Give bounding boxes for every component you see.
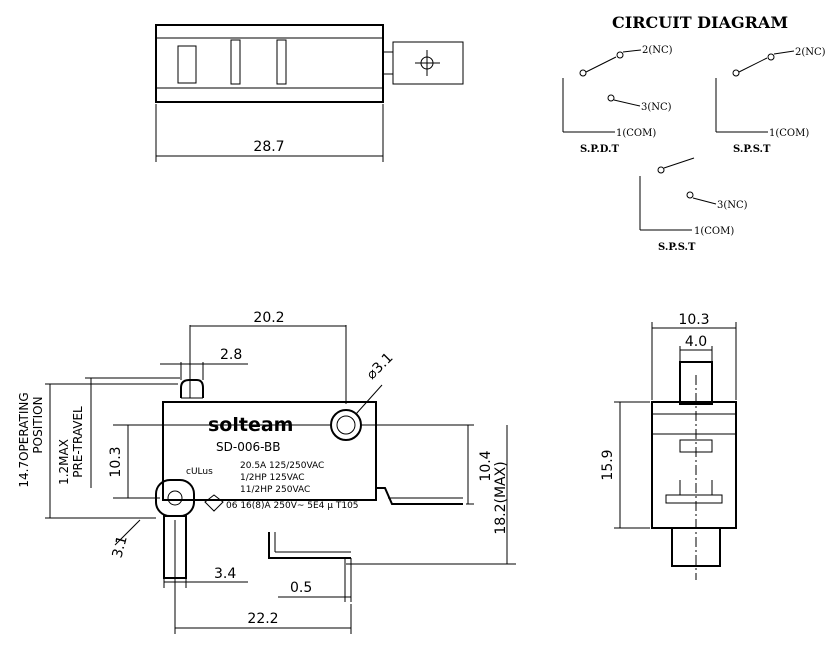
svg-text:3(NC): 3(NC): [717, 200, 748, 211]
front-view: solteam SD-006-BB cULus 20.5A 125/250VAC…: [17, 310, 516, 634]
dim-height-max: 18.2(MAX): [493, 461, 509, 534]
dim-pretravel-2: PRE-TRAVEL: [71, 406, 85, 478]
dim-hole: ⌀3.1: [364, 350, 397, 383]
side-body: [651, 401, 737, 529]
dim-body-height: 10.3: [108, 446, 124, 477]
svg-text:2(NC): 2(NC): [642, 45, 673, 56]
svg-text:11/2HP 250VAC: 11/2HP 250VAC: [240, 485, 310, 495]
circuit-spst-a: 2(NC) 1(COM) S.P.S.T: [715, 47, 826, 155]
svg-text:1(COM): 1(COM): [769, 128, 809, 139]
dim-pretravel-1: 1.2MAX: [57, 439, 71, 485]
svg-text:2(NC): 2(NC): [795, 47, 826, 58]
front-lever: [180, 379, 204, 398]
model-number: SD-006-BB: [216, 440, 280, 454]
circuit-title: CIRCUIT DIAGRAM: [612, 13, 788, 32]
dim-tail: 3.1: [110, 534, 131, 560]
dim-width-bottom: 22.2: [247, 611, 278, 627]
ul-mark: cULus: [186, 467, 213, 477]
dim-terminal-thickness: 0.5: [290, 580, 312, 596]
side-view: 10.3 4.0 15.9: [600, 312, 737, 580]
svg-text:S.P.S.T: S.P.S.T: [733, 144, 771, 155]
front-terminal-3: [376, 487, 463, 505]
svg-text:1(COM): 1(COM): [616, 128, 656, 139]
top-body-outline: [155, 24, 384, 103]
dim-terminal-gap: 10.4: [478, 450, 494, 481]
front-terminal-2: [268, 532, 351, 559]
top-slot-1: [177, 45, 197, 84]
svg-text:06 16(8)A 250V~ 5E4 μ T105: 06 16(8)A 250V~ 5E4 μ T105: [226, 501, 359, 511]
svg-text:20.5A 125/250VAC: 20.5A 125/250VAC: [240, 461, 324, 471]
svg-text:S.P.S.T: S.P.S.T: [658, 242, 696, 253]
dim-terminal-width: 3.4: [214, 566, 236, 582]
dim-op-pos-1: 14.7OPERATING: [17, 392, 31, 487]
dim-side-width: 10.3: [678, 312, 709, 328]
front-mount-hole-outer: [330, 409, 362, 441]
top-slot-2: [230, 39, 241, 85]
top-slot-3: [276, 39, 287, 85]
dim-width-top: 20.2: [253, 310, 284, 326]
dim-plunger: 4.0: [685, 334, 707, 350]
circuit-spdt: 2(NC) 3(NC) 1(COM) S.P.D.T: [562, 45, 673, 155]
dim-op-pos-2: POSITION: [31, 396, 45, 453]
svg-text:1(COM): 1(COM): [694, 226, 734, 237]
front-mount-hole-left: [155, 479, 195, 517]
circuit-spst-b: 3(NC) 1(COM) S.P.S.T: [639, 157, 748, 253]
top-terminal-tab: [392, 41, 464, 85]
circuit-diagram: CIRCUIT DIAGRAM 2(NC) 3(NC) 1(COM) S.P.D…: [562, 13, 826, 253]
enec-mark-icon: [204, 494, 224, 512]
dim-lever: 2.8: [220, 347, 242, 363]
top-view: 28.7: [155, 24, 464, 162]
svg-text:S.P.D.T: S.P.D.T: [580, 144, 619, 155]
dim-length: 28.7: [253, 139, 284, 155]
svg-text:1/2HP 125VAC: 1/2HP 125VAC: [240, 473, 305, 483]
dim-side-height: 15.9: [600, 449, 616, 480]
side-plunger: [679, 361, 713, 405]
svg-text:3(NC): 3(NC): [641, 102, 672, 113]
